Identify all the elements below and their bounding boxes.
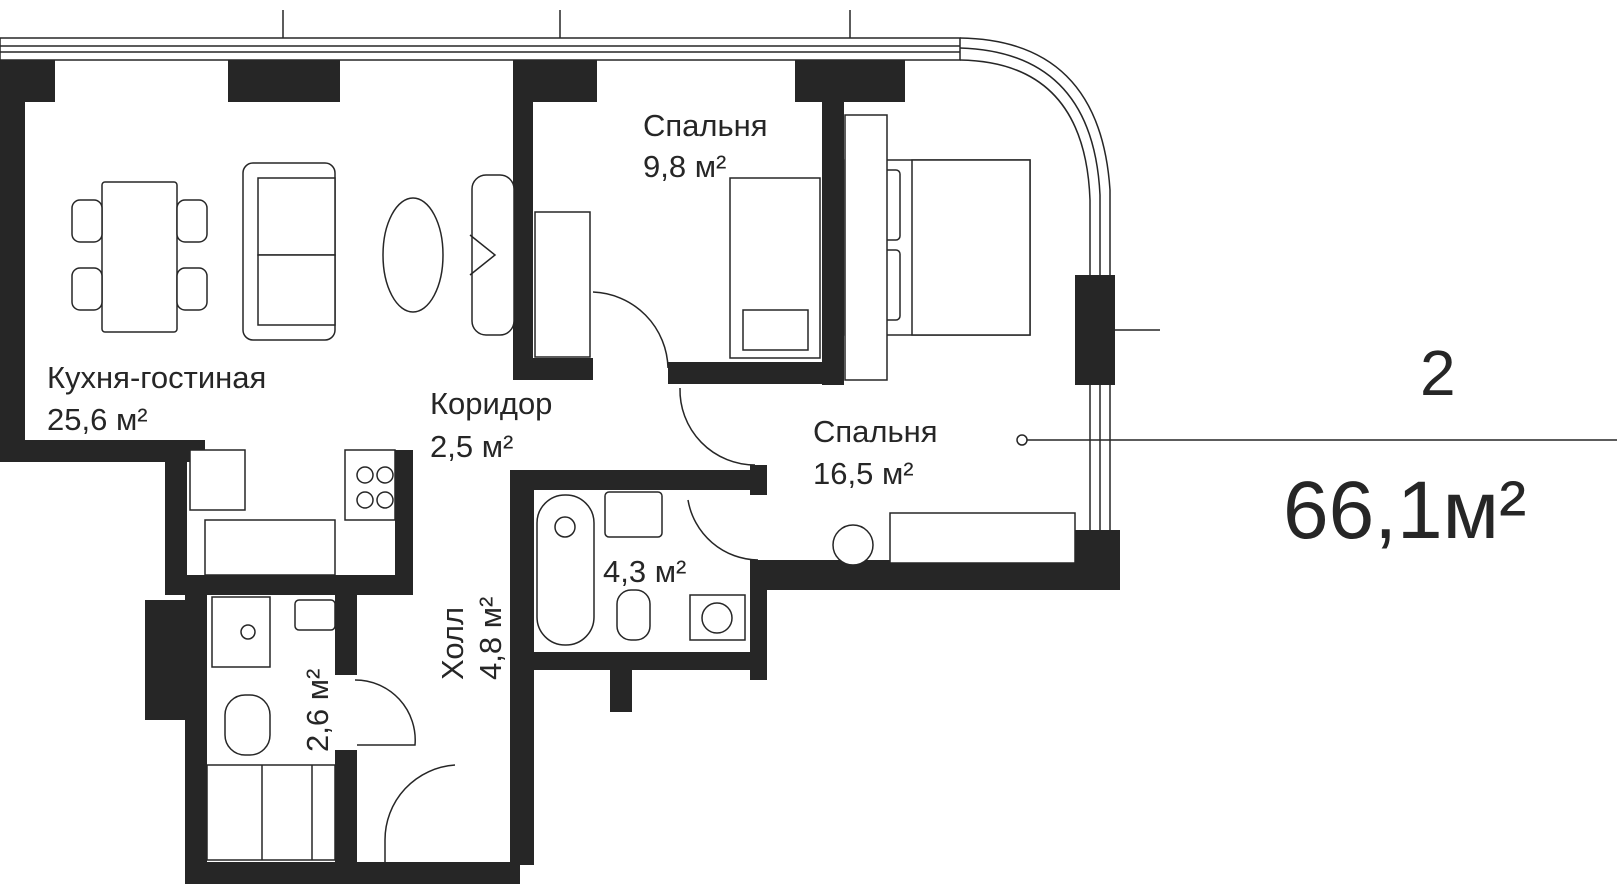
apartment-summary: 2 66,1м² [1016, 337, 1617, 556]
furniture [71, 114, 1076, 861]
room-name: Спальня [643, 108, 768, 143]
room-hall: Холл 4,8 м² [435, 597, 508, 680]
room-name: Спальня [813, 414, 938, 449]
walls [0, 60, 1120, 884]
total-area: 66,1м² [1283, 465, 1526, 556]
doors [354, 291, 759, 862]
room-living: Кухня-гостиная 25,6 м² [47, 360, 266, 437]
room-area: 4,8 м² [473, 597, 508, 680]
room-area: 2,6 м² [300, 669, 335, 752]
window-frames [0, 10, 1160, 585]
room-area: 9,8 м² [643, 149, 726, 184]
rooms-count: 2 [1420, 337, 1456, 409]
room-area: 4,3 м² [603, 554, 686, 589]
room-area: 25,6 м² [47, 402, 148, 437]
room-name: Холл [435, 607, 470, 680]
room-area: 2,5 м² [430, 429, 513, 464]
room-wc: 2,6 м² [300, 669, 335, 752]
room-bedroom-large: Спальня 16,5 м² [813, 414, 938, 491]
room-corridor: Коридор 2,5 м² [430, 386, 552, 464]
room-area: 16,5 м² [813, 456, 914, 491]
room-bedroom-small: Спальня 9,8 м² [643, 108, 768, 184]
room-bathroom: 4,3 м² [603, 554, 686, 589]
room-name: Кухня-гостиная [47, 360, 266, 395]
room-name: Коридор [430, 386, 552, 421]
leader-dot [1016, 434, 1028, 446]
